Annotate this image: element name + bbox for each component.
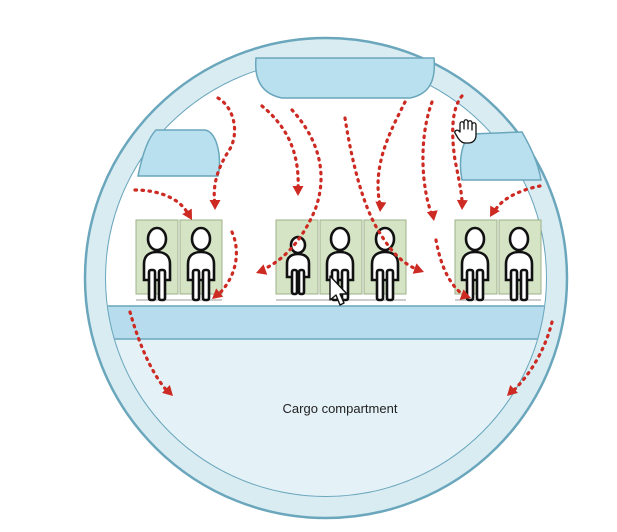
airflow-arrow: [133, 188, 192, 220]
airflow-arrow: [256, 108, 323, 275]
right-overhead-bin: [459, 131, 542, 181]
airflow-arrow: [343, 116, 424, 274]
person-icon: [186, 226, 216, 302]
airflow-arrow: [209, 96, 237, 210]
airflow-arrow: [451, 94, 468, 210]
airflow-arrow: [128, 310, 173, 396]
airflow-arrow: [260, 104, 304, 196]
airflow-arrow: [490, 184, 542, 217]
center-overhead-bin: [254, 57, 436, 99]
airflow-arrow: [434, 238, 471, 300]
person-icon: [142, 226, 172, 302]
person-icon: [504, 226, 534, 302]
airflow-arrow: [507, 320, 554, 396]
mouse-pointer-icon: [329, 275, 348, 306]
airflow-arrow: [375, 100, 407, 212]
airflow-arrows: [128, 94, 554, 396]
child-person-icon: [285, 235, 311, 296]
person-icon: [460, 226, 490, 302]
hand-pointer-icon: [454, 119, 477, 144]
left-overhead-bin: [137, 129, 221, 177]
airflow-arrow: [212, 230, 238, 299]
cargo-compartment-label: Cargo compartment: [283, 401, 398, 416]
cabin-floor: [106, 305, 546, 340]
airflow-arrow: [421, 100, 438, 221]
